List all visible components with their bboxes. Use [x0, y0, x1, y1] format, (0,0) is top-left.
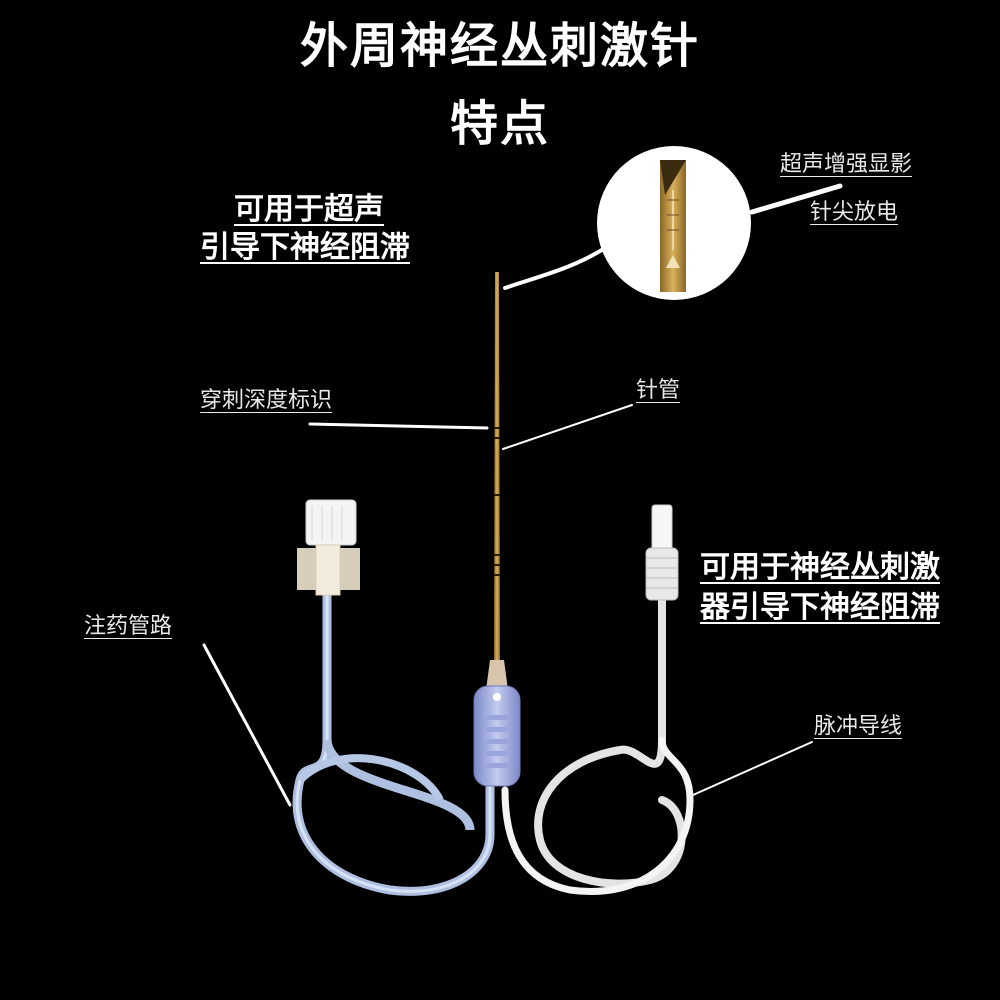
- needle-hub: [473, 660, 521, 787]
- page-title: 外周神经丛刺激针: [299, 18, 700, 74]
- label-tip-discharge: 针尖放电: [810, 200, 899, 225]
- leader-injection: [202, 643, 292, 807]
- label-injection-line: 注药管路: [84, 614, 173, 639]
- leader-pulse: [692, 741, 813, 796]
- page-subtitle: 特点: [449, 96, 550, 152]
- leader-ultrasound: [749, 183, 843, 215]
- leader-tube: [502, 404, 633, 450]
- leader-lines: [202, 183, 843, 807]
- injection-connector: [297, 499, 360, 596]
- label-depth-marking: 穿刺深度标识: [200, 388, 333, 413]
- label-ultrasound-guided-line2: 引导下神经阻滞: [200, 230, 410, 265]
- injection-tubing: [292, 585, 495, 896]
- pulse-wire-connector: [645, 504, 679, 601]
- label-stimulator-guided-line2: 器引导下神经阻滞: [700, 590, 940, 625]
- label-needle-tube: 针管: [636, 378, 681, 403]
- label-pulse-wire: 脉冲导线: [814, 714, 903, 739]
- needle-tip-magnifier: [597, 146, 751, 300]
- label-ultrasound-enhanced: 超声增强显影: [780, 152, 913, 177]
- label-stimulator-guided-line1: 可用于神经丛刺激: [700, 550, 940, 585]
- pulse-lead-wire: [501, 596, 694, 895]
- leader-tip: [503, 244, 610, 290]
- label-ultrasound-guided-line1: 可用于超声: [234, 192, 384, 227]
- leader-depth: [308, 422, 489, 430]
- needle-shaft: [494, 272, 500, 660]
